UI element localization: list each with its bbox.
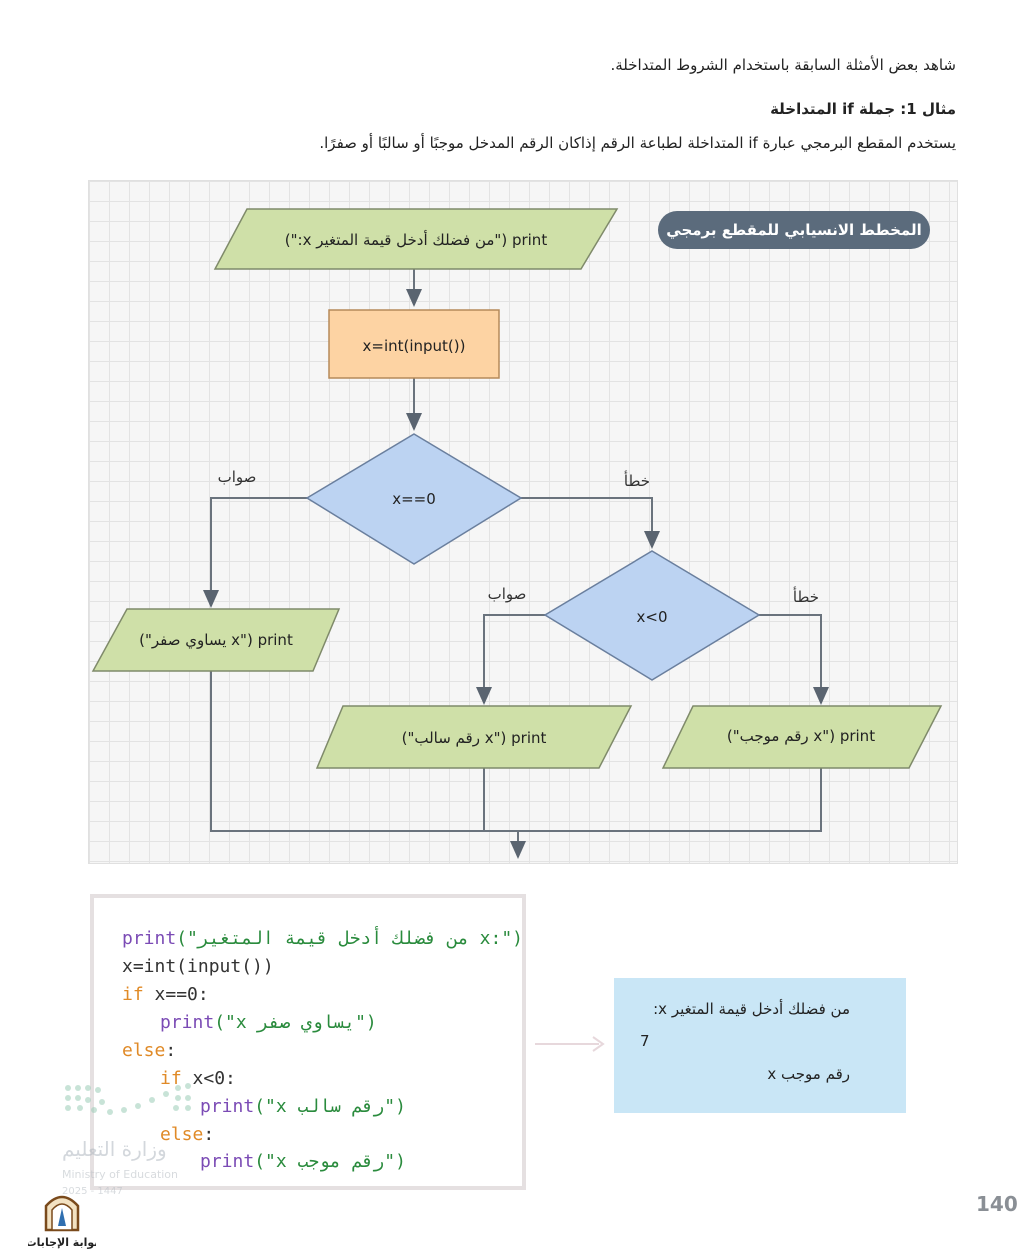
output-negative-parallelogram (315, 705, 633, 769)
arrow-cond1-true (203, 497, 307, 608)
output-zero-text: print ("x يساوي صفر") (139, 631, 293, 650)
code-line-8: else: (160, 1124, 214, 1145)
answers-portal-logo: بوابة الإجابات (26, 1186, 98, 1250)
code-if: if (160, 1068, 182, 1089)
output-positive-parallelogram (661, 705, 943, 769)
cond1-text: x==0 (392, 490, 436, 508)
cond1-true-label: صواب (218, 468, 257, 486)
code-colon: : (203, 1124, 215, 1145)
code-print: print (200, 1151, 255, 1172)
output-zero-parallelogram (91, 608, 341, 672)
code-else: else (160, 1124, 204, 1145)
watermark-english: Ministry of Education (62, 1168, 178, 1181)
code-line-9: print("x رقم موجب") (200, 1151, 406, 1172)
output-line-3: x رقم موجب (767, 1065, 850, 1083)
cond2-false-label: خطأ (793, 586, 819, 606)
watermark-year: 2025 - 1447 (62, 1186, 123, 1197)
code-print: print (200, 1096, 255, 1117)
arrow-cond2-true (476, 614, 545, 705)
code-else: else (122, 1040, 166, 1061)
connectors (203, 269, 829, 859)
example-description: يستخدم المقطع البرمجي عبارة if المتداخلة… (319, 134, 956, 152)
code-print: print (160, 1012, 215, 1033)
flowchart: print ("من فضلك أدخل قيمة المتغير x:") x… (88, 180, 958, 864)
code-line-2: x=int(input()) (122, 956, 274, 977)
example-title: مثال 1: جملة if المتداخلة (770, 100, 956, 118)
cond1-false-label: خطأ (624, 470, 650, 490)
code-cond: x==0: (143, 984, 209, 1005)
code-line-4: print("x يساوي صفر") (160, 1012, 377, 1033)
code-string: ("من فضلك أدخل قيمة المتغير x:") (176, 928, 523, 949)
logo-text: بوابة الإجابات (28, 1236, 96, 1249)
code-line-7: print("x رقم سالب") (200, 1096, 406, 1117)
flowchart-canvas: print ("من فضلك أدخل قيمة المتغير x:") x… (91, 208, 943, 859)
input-text: print ("من فضلك أدخل قيمة المتغير x:") (285, 230, 548, 249)
watermark-arabic: وزارة التعليم (62, 1137, 167, 1161)
arrow-cond2-false (759, 614, 829, 705)
page-number: 140 (976, 1192, 1018, 1216)
code-colon: : (165, 1040, 177, 1061)
output-positive-text: print ("x رقم موجب") (727, 727, 875, 745)
code-cond: x<0: (181, 1068, 236, 1089)
code-string: ("x رقم موجب") (254, 1151, 406, 1172)
code-if: if (122, 984, 144, 1005)
intro-text: شاهد بعض الأمثلة السابقة باستخدام الشروط… (610, 56, 957, 74)
code-string: ("x رقم سالب") (254, 1096, 406, 1117)
code-line-1: print("من فضلك أدخل قيمة المتغير x:") (122, 928, 523, 949)
code-line-3: if x==0: (122, 984, 209, 1005)
merge-line (210, 671, 822, 832)
output-negative-text: print ("x رقم سالب") (402, 729, 547, 747)
code-string: ("x يساوي صفر") (214, 1012, 377, 1033)
ministry-watermark: وزارة التعليم Ministry of Education 2025… (58, 1080, 208, 1205)
output-line-2: 7 (640, 1032, 650, 1050)
code-block: print("من فضلك أدخل قيمة المتغير x:") x=… (90, 894, 526, 1190)
process-box (328, 309, 500, 379)
process-text: x=int(input()) (363, 337, 466, 355)
code-line-6: if x<0: (160, 1068, 236, 1089)
code-line-5: else: (122, 1040, 176, 1061)
arrow-cond1-false (521, 497, 660, 549)
decision-x-lt-0 (543, 550, 761, 681)
input-parallelogram (213, 208, 619, 270)
ministry-logo-icon: وزارة التعليم Ministry of Education 2025… (62, 1083, 191, 1197)
program-output: من فضلك أدخل قيمة المتغير x: 7 x رقم موج… (614, 978, 906, 1113)
portal-logo-icon: بوابة الإجابات (26, 1195, 98, 1249)
output-line-1: من فضلك أدخل قيمة المتغير x: (653, 1000, 850, 1018)
decision-x-eq-0 (305, 433, 523, 565)
code-print: print (122, 928, 177, 949)
cond2-true-label: صواب (488, 585, 527, 603)
cond2-text: x<0 (637, 608, 668, 626)
flowchart-badge: المخطط الانسيابي للمقطع برمجي (658, 211, 930, 249)
output-arrow-icon (535, 1036, 605, 1052)
